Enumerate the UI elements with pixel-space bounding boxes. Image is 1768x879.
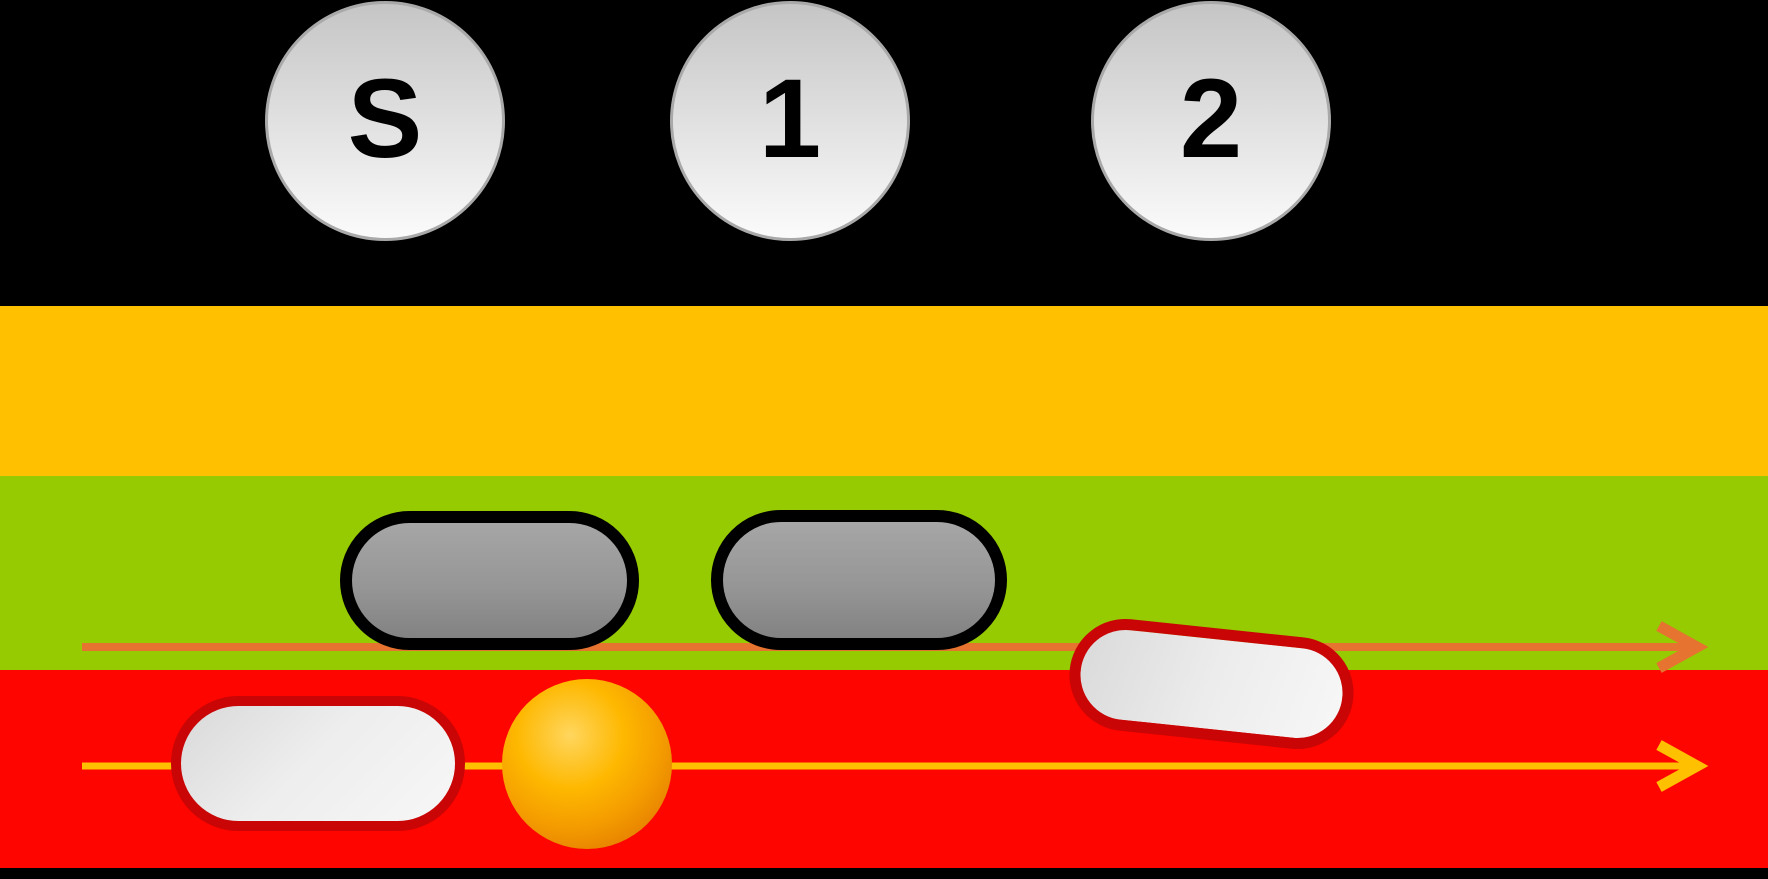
signal-2: 2 <box>1091 1 1331 241</box>
signal-s-label: S <box>347 56 423 181</box>
orange-band <box>0 306 1768 476</box>
white-block-left <box>171 696 465 831</box>
signal-1-label: 1 <box>758 56 822 181</box>
bottom-black-strip <box>0 868 1768 879</box>
gray-block-1 <box>340 511 639 650</box>
gray-block-2 <box>711 510 1007 650</box>
orange-ball <box>502 679 672 849</box>
signal-1: 1 <box>670 1 910 241</box>
signal-s: S <box>265 1 505 241</box>
signal-2-label: 2 <box>1179 56 1243 181</box>
